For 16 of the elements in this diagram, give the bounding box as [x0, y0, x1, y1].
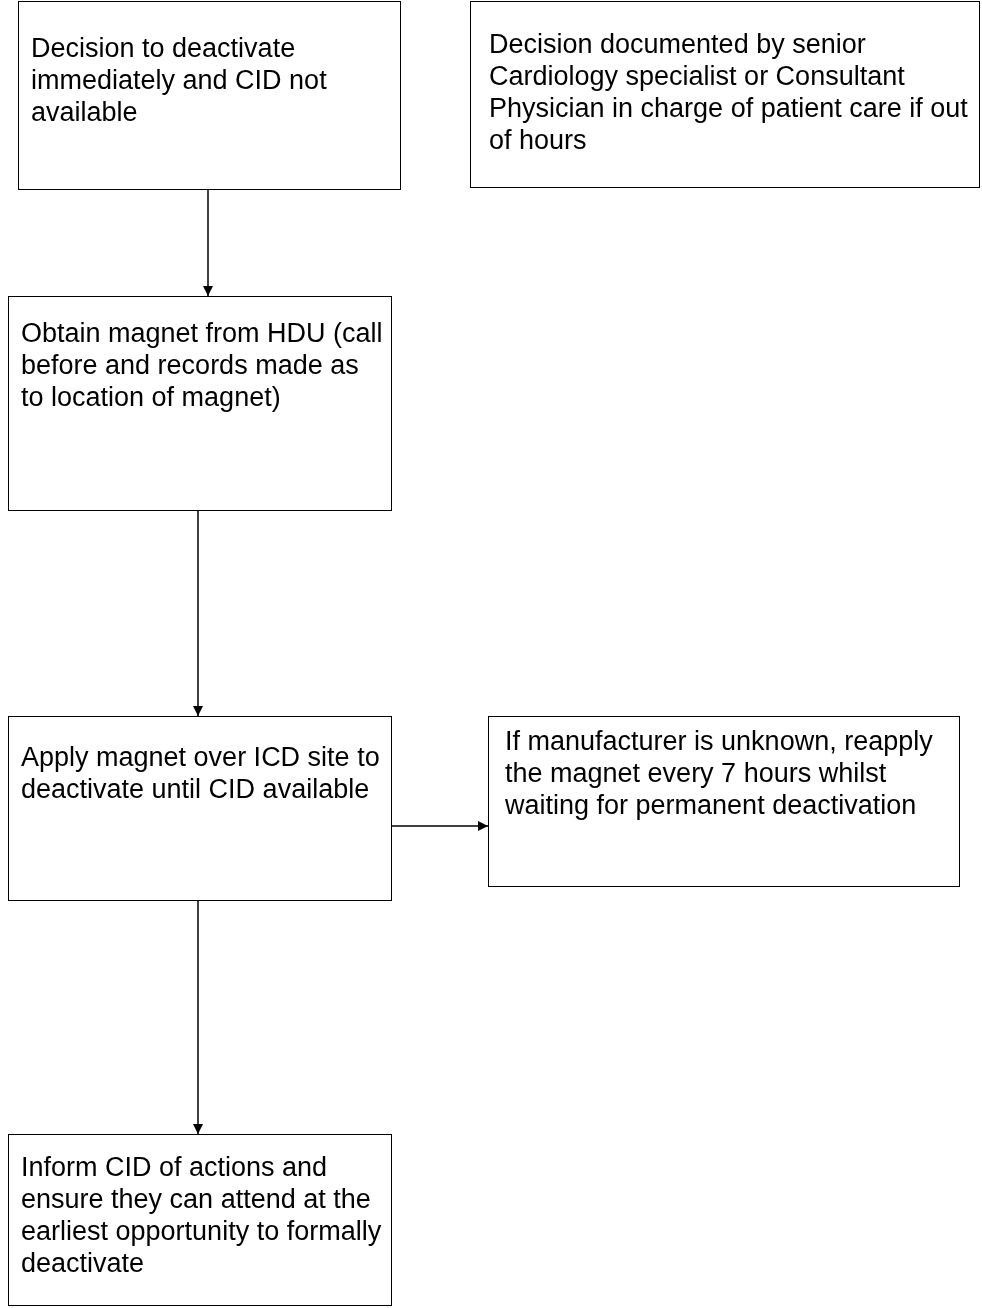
- process-box: [18, 1, 401, 190]
- box-text: Apply magnet over ICD site to deactivate until CID available: [21, 741, 381, 805]
- box-text: If manufacturer is unknown, reapply the magnet every 7 hours whilst waiting for permanent deactivation: [505, 725, 934, 821]
- box-text: Obtain magnet from HDU (call before and records made as to location of magnet): [21, 317, 384, 413]
- arrow: [391, 821, 489, 831]
- process-box: [8, 716, 392, 901]
- process-box: [8, 296, 392, 511]
- arrow: [203, 189, 213, 297]
- box-text: Decision documented by senior Cardiology specialist or Consultant Physician in charge of patient care if out of hours: [489, 28, 969, 156]
- process-box: [8, 1134, 392, 1306]
- arrow: [193, 900, 203, 1135]
- arrow: [193, 510, 203, 717]
- process-box: [470, 1, 980, 188]
- process-box: [488, 716, 960, 887]
- box-text: Inform CID of actions and ensure they can attend at the earliest opportunity to formally deactivate: [21, 1151, 383, 1279]
- box-text: Decision to deactivate immediately and CID not available: [31, 32, 328, 128]
